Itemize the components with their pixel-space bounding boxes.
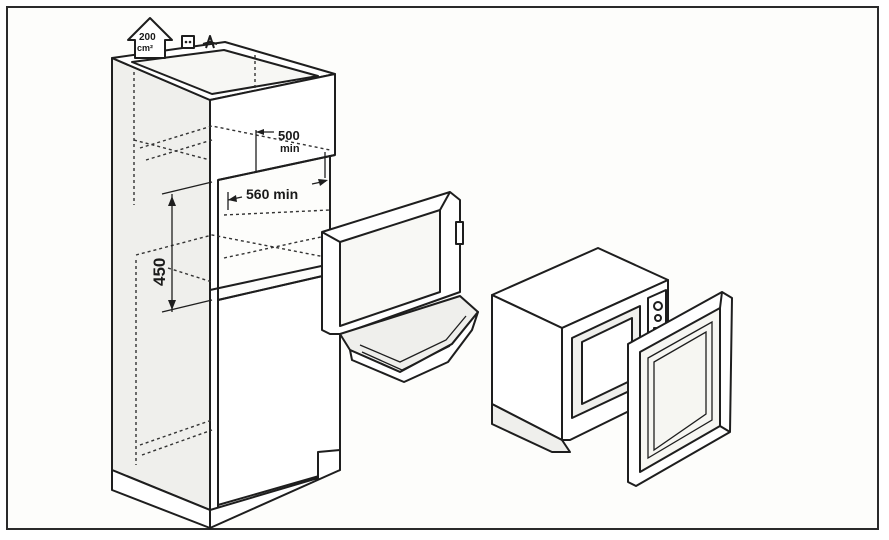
depth-min-value: 500 — [278, 128, 300, 143]
arrow-head — [256, 129, 264, 135]
cabinet-plinth-front — [209, 449, 341, 529]
mounting-frame — [321, 191, 479, 383]
frame-opening — [339, 209, 441, 327]
microwave-body — [491, 247, 669, 453]
control-knob — [653, 301, 663, 311]
arrow-head — [228, 195, 237, 202]
arrow-head — [168, 196, 176, 206]
vent-area-value: 200 — [139, 32, 156, 43]
dimension-depth: 500 min — [255, 128, 326, 178]
frame-latch — [455, 221, 464, 245]
width-min-value: 560 min — [246, 186, 298, 202]
control-knob — [654, 314, 662, 322]
dimension-width: 560 min — [227, 179, 328, 210]
tall-cabinet — [111, 41, 341, 529]
power-socket-icon — [181, 35, 195, 49]
vent-area-unit: cm² — [137, 43, 153, 53]
arrow-head — [168, 300, 176, 310]
depth-min-suffix: min — [280, 143, 300, 155]
vent-arrow-icon: 200 cm² — [127, 17, 173, 59]
dimension-height: 450 — [150, 181, 213, 313]
arrow-head — [318, 179, 328, 186]
height-value: 450 — [150, 258, 169, 286]
plug-icon — [202, 35, 218, 49]
decor-frame — [627, 291, 733, 487]
